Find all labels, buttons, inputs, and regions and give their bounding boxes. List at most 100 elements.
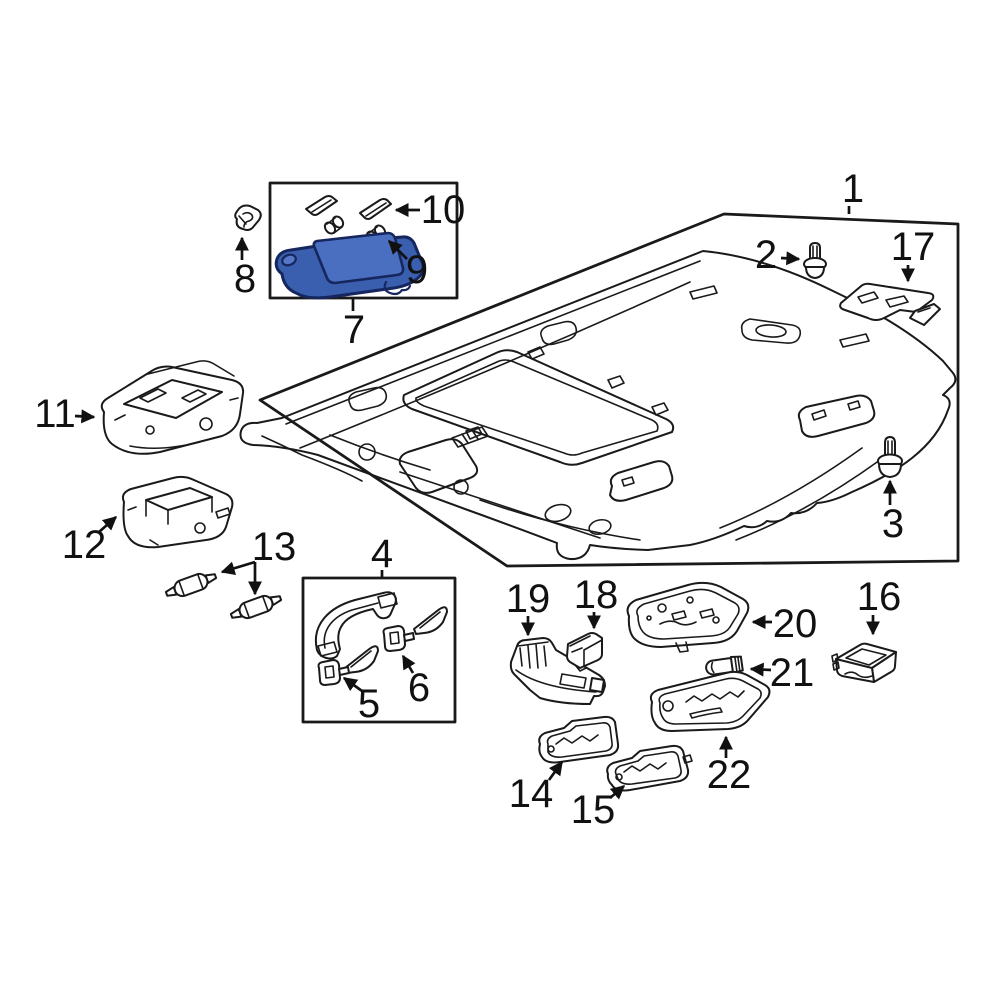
callout-14-leader <box>547 760 564 781</box>
grab-handle-box <box>301 576 457 724</box>
part-number-14: 14 <box>509 772 554 816</box>
callout-11: 11 <box>34 392 96 436</box>
switch-panel-part-19 <box>509 637 606 705</box>
callout-2-leader <box>780 251 801 266</box>
callout-14: 14 <box>509 760 564 816</box>
part-number-19: 19 <box>506 577 551 621</box>
visor-mount-ring-center <box>540 320 578 346</box>
front-header-band <box>299 281 691 449</box>
callout-16: 16 <box>857 575 902 636</box>
callout-7: 7 <box>343 299 365 352</box>
grommet-oval <box>544 503 572 523</box>
handle-recess-center-tab <box>621 476 635 487</box>
callout-5-leader <box>342 676 363 693</box>
part-number-15: 15 <box>571 788 616 832</box>
part-number-20: 20 <box>773 602 818 646</box>
part-number-3: 3 <box>882 502 904 546</box>
rear-pillar-band <box>719 447 863 529</box>
sun-visor-highlighted <box>274 231 425 300</box>
lens-part-22 <box>649 670 771 732</box>
part-number-11: 11 <box>34 392 76 436</box>
callout-4: 4 <box>371 532 393 577</box>
callout-8: 8 <box>234 236 256 301</box>
part-number-22: 22 <box>707 753 752 797</box>
part-number-13: 13 <box>252 525 297 569</box>
callout-19: 19 <box>506 577 551 637</box>
part-number-10: 10 <box>421 188 466 232</box>
clip-part-3 <box>877 436 903 478</box>
rear-pillar-band <box>735 459 881 541</box>
part-number-6: 6 <box>408 666 430 710</box>
callout-12-leader <box>98 515 118 534</box>
panel-small-rect <box>689 285 870 348</box>
part-number-18: 18 <box>574 573 619 617</box>
handle-recess-right-tabs <box>811 400 861 421</box>
clip-part-2 <box>803 242 827 279</box>
headliner-panel-group <box>239 212 960 568</box>
part-number-8: 8 <box>234 257 256 301</box>
console-cutout <box>398 438 479 494</box>
console-module-part-12 <box>121 475 234 549</box>
front-edge-inner-line <box>285 260 701 425</box>
callout-13: 13 <box>220 525 297 596</box>
visor-kit-box <box>268 181 459 300</box>
callout-9-leader <box>388 240 408 260</box>
callout-20: 20 <box>751 602 818 646</box>
sunroof-opening-outer <box>402 349 675 466</box>
lower-edge-double <box>399 471 601 539</box>
part-number-12: 12 <box>62 523 107 567</box>
part-number-7: 7 <box>343 308 365 352</box>
sunroof-tab <box>465 346 669 440</box>
callout-2: 2 <box>755 233 801 277</box>
visor-mount-ring-left <box>348 386 388 412</box>
callout-15: 15 <box>571 784 626 832</box>
console-ladder-detail <box>451 426 489 448</box>
handle-clip-part-5 <box>317 659 350 686</box>
bracket-part-17 <box>839 282 941 326</box>
part-number-21: 21 <box>770 651 815 695</box>
part-number-5: 5 <box>358 682 380 726</box>
front-left-contours <box>261 435 363 482</box>
top-cutout <box>740 318 802 344</box>
callout-18: 18 <box>574 573 619 630</box>
sunroof-opening-inner <box>415 359 659 456</box>
contour-line <box>329 434 431 471</box>
lens-part-15 <box>606 744 693 792</box>
callout-21: 21 <box>749 651 815 695</box>
part-number-1: 1 <box>842 167 864 211</box>
part-number-4: 4 <box>371 532 393 576</box>
switch-module-part-18 <box>566 632 603 672</box>
bulbs-part-13 <box>164 572 283 620</box>
callout-9: 9 <box>388 240 428 292</box>
part-number-17: 17 <box>891 225 936 269</box>
callout-21-leader <box>749 662 772 677</box>
callout-22: 22 <box>707 735 752 797</box>
callout-5: 5 <box>342 676 380 726</box>
part-number-16: 16 <box>857 575 902 619</box>
dome-lamp-part-20 <box>626 581 750 653</box>
mount-hole <box>453 479 469 495</box>
handle-clip-part-6 <box>382 625 415 652</box>
callout-3: 3 <box>882 479 904 546</box>
callout-6-leader <box>401 654 416 674</box>
visor-holder-part-8 <box>234 204 262 231</box>
handle-recess-center <box>609 460 674 502</box>
panel-bounding-box <box>258 212 960 568</box>
lens-part-14 <box>538 715 620 764</box>
overhead-console-part-11 <box>100 360 245 455</box>
callout-11-leader <box>74 409 96 424</box>
callout-12: 12 <box>62 515 118 567</box>
callout-1: 1 <box>842 167 864 214</box>
callout-13-leader <box>220 560 256 576</box>
callout-6: 6 <box>401 654 430 710</box>
part-number-2: 2 <box>755 233 777 277</box>
grab-handle <box>314 591 397 660</box>
visor-cap <box>323 215 345 235</box>
callout-17: 17 <box>891 225 936 283</box>
callout-15-leader <box>609 784 626 800</box>
headliner-outline <box>239 250 957 561</box>
module-part-16 <box>831 642 897 683</box>
